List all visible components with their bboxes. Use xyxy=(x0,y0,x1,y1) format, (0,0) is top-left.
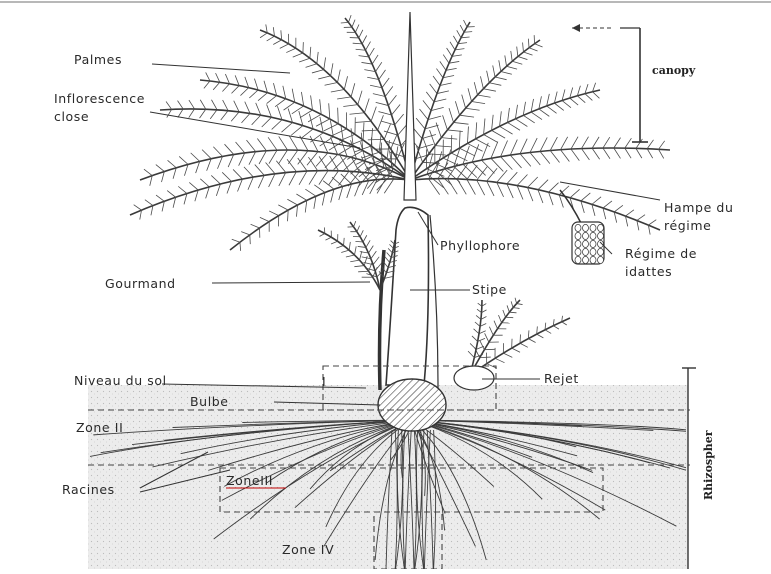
label-stipe: Stipe xyxy=(472,282,507,297)
label-hampe-1: Hampe du xyxy=(664,200,734,215)
label-hampe-2: régime xyxy=(664,218,711,233)
label-palmes: Palmes xyxy=(74,52,122,67)
label-zone-ii: Zone II xyxy=(76,420,123,435)
label-niveau-sol: Niveau du sol xyxy=(74,373,167,388)
label-marker-i: I xyxy=(322,374,326,389)
trunk-right-edge xyxy=(430,215,438,390)
label-canopy: canopy xyxy=(652,64,696,77)
label-regime-1: Régime de xyxy=(625,246,697,261)
label-bulbe: Bulbe xyxy=(190,394,229,409)
bulbe-shape xyxy=(378,379,446,431)
label-phyllophore: Phyllophore xyxy=(440,238,520,253)
label-rejet: Rejet xyxy=(544,371,579,386)
label-inflorescence-1: Inflorescence xyxy=(54,91,145,106)
label-regime-2: idattes xyxy=(625,264,672,279)
gourmand-shoot xyxy=(318,221,399,290)
stipe-trunk xyxy=(386,207,429,385)
label-inflorescence-2: close xyxy=(54,109,89,124)
gourmand-stem xyxy=(380,250,385,390)
canopy-bracket xyxy=(572,24,648,142)
label-gourmand: Gourmand xyxy=(105,276,176,291)
label-zone-iii: ZoneIII xyxy=(226,473,273,488)
label-zone-iv: Zone IV xyxy=(282,542,334,557)
label-rhizosphere: Rhizospher xyxy=(702,430,715,500)
label-racines: Racines xyxy=(62,482,115,497)
